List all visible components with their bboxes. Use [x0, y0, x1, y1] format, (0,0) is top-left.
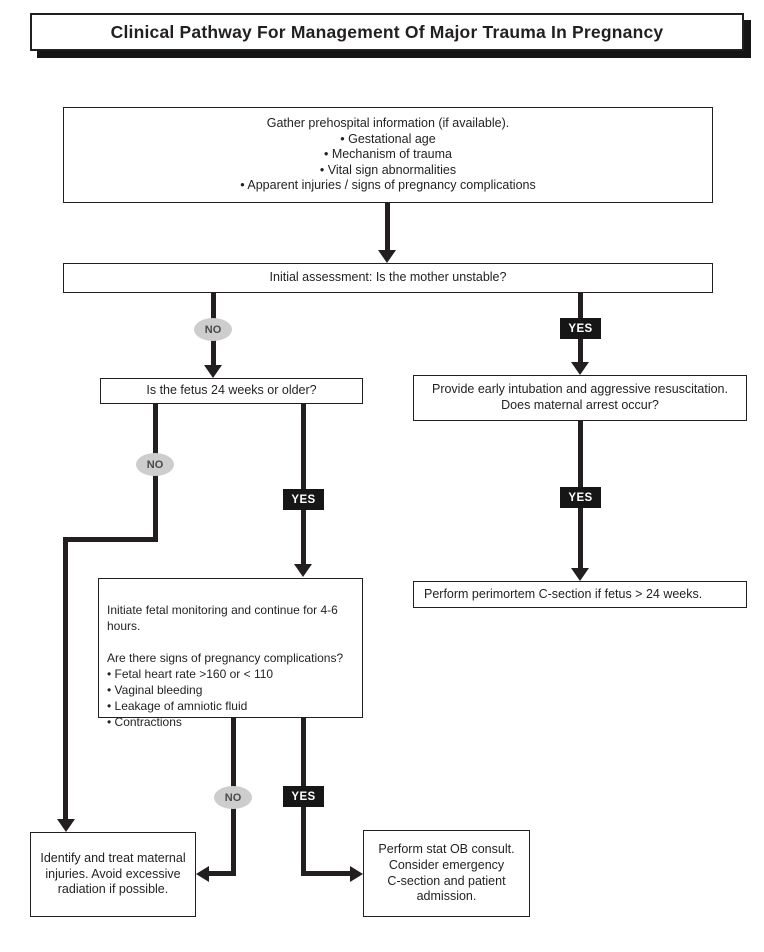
node-perimortem-csection-text: Perform perimortem C-section if fetus > …: [424, 586, 703, 601]
node-maternal-injuries: Identify and treat maternal injuries. Av…: [30, 832, 196, 917]
arrowhead-into-monitoring: [294, 564, 312, 577]
branch-label-yes-2: YES: [283, 489, 324, 510]
connector-fetus24-no-elbow: [63, 537, 158, 542]
node-intubation-text: Provide early intubation and aggressive …: [431, 382, 728, 412]
node-ob-consult-text: Perform stat OB consult. Consider emerge…: [378, 842, 515, 904]
node-intubation: Provide early intubation and aggressive …: [413, 375, 747, 421]
page-title: Clinical Pathway For Management Of Major…: [30, 13, 744, 51]
arrowhead-into-ob-consult-left: [350, 866, 363, 882]
node-prehospital-info: Gather prehospital information (if avail…: [63, 107, 713, 203]
node-prehospital-info-text: Gather prehospital information (if avail…: [240, 116, 536, 193]
branch-label-no-3: NO: [214, 786, 252, 809]
arrowhead-into-perimortem: [571, 568, 589, 581]
connector-monitoring-yes-elbow: [301, 871, 351, 876]
connector-monitoring-no-elbow: [207, 871, 236, 876]
node-fetus-24-weeks-text: Is the fetus 24 weeks or older?: [146, 383, 317, 398]
branch-label-no-2: NO: [136, 453, 174, 476]
branch-label-yes-4: YES: [283, 786, 324, 807]
arrowhead-into-intubation: [571, 362, 589, 375]
node-fetus-24-weeks: Is the fetus 24 weeks or older?: [100, 378, 363, 404]
node-fetal-monitoring-text: Initiate fetal monitoring and continue f…: [107, 603, 344, 729]
arrowhead-into-maternal-injuries-top: [57, 819, 75, 832]
branch-label-yes-3: YES: [560, 487, 601, 508]
node-initial-assessment-text: Initial assessment: Is the mother unstab…: [269, 270, 507, 285]
connector-fetus24-yes: [301, 404, 306, 566]
branch-label-no-1: NO: [194, 318, 232, 341]
arrowhead-into-fetus24: [204, 365, 222, 378]
connector-fetus24-no-long-drop: [63, 537, 68, 820]
node-maternal-injuries-text: Identify and treat maternal injuries. Av…: [40, 851, 186, 897]
arrowhead-into-initial: [378, 250, 396, 263]
node-ob-consult: Perform stat OB consult. Consider emerge…: [363, 830, 530, 917]
node-initial-assessment: Initial assessment: Is the mother unstab…: [63, 263, 713, 293]
branch-label-yes-1: YES: [560, 318, 601, 339]
node-perimortem-csection: Perform perimortem C-section if fetus > …: [413, 581, 747, 608]
node-fetal-monitoring: Initiate fetal monitoring and continue f…: [98, 578, 363, 729]
arrowhead-into-maternal-injuries-right: [196, 866, 209, 882]
connector-prehospital-to-initial: [385, 202, 390, 252]
